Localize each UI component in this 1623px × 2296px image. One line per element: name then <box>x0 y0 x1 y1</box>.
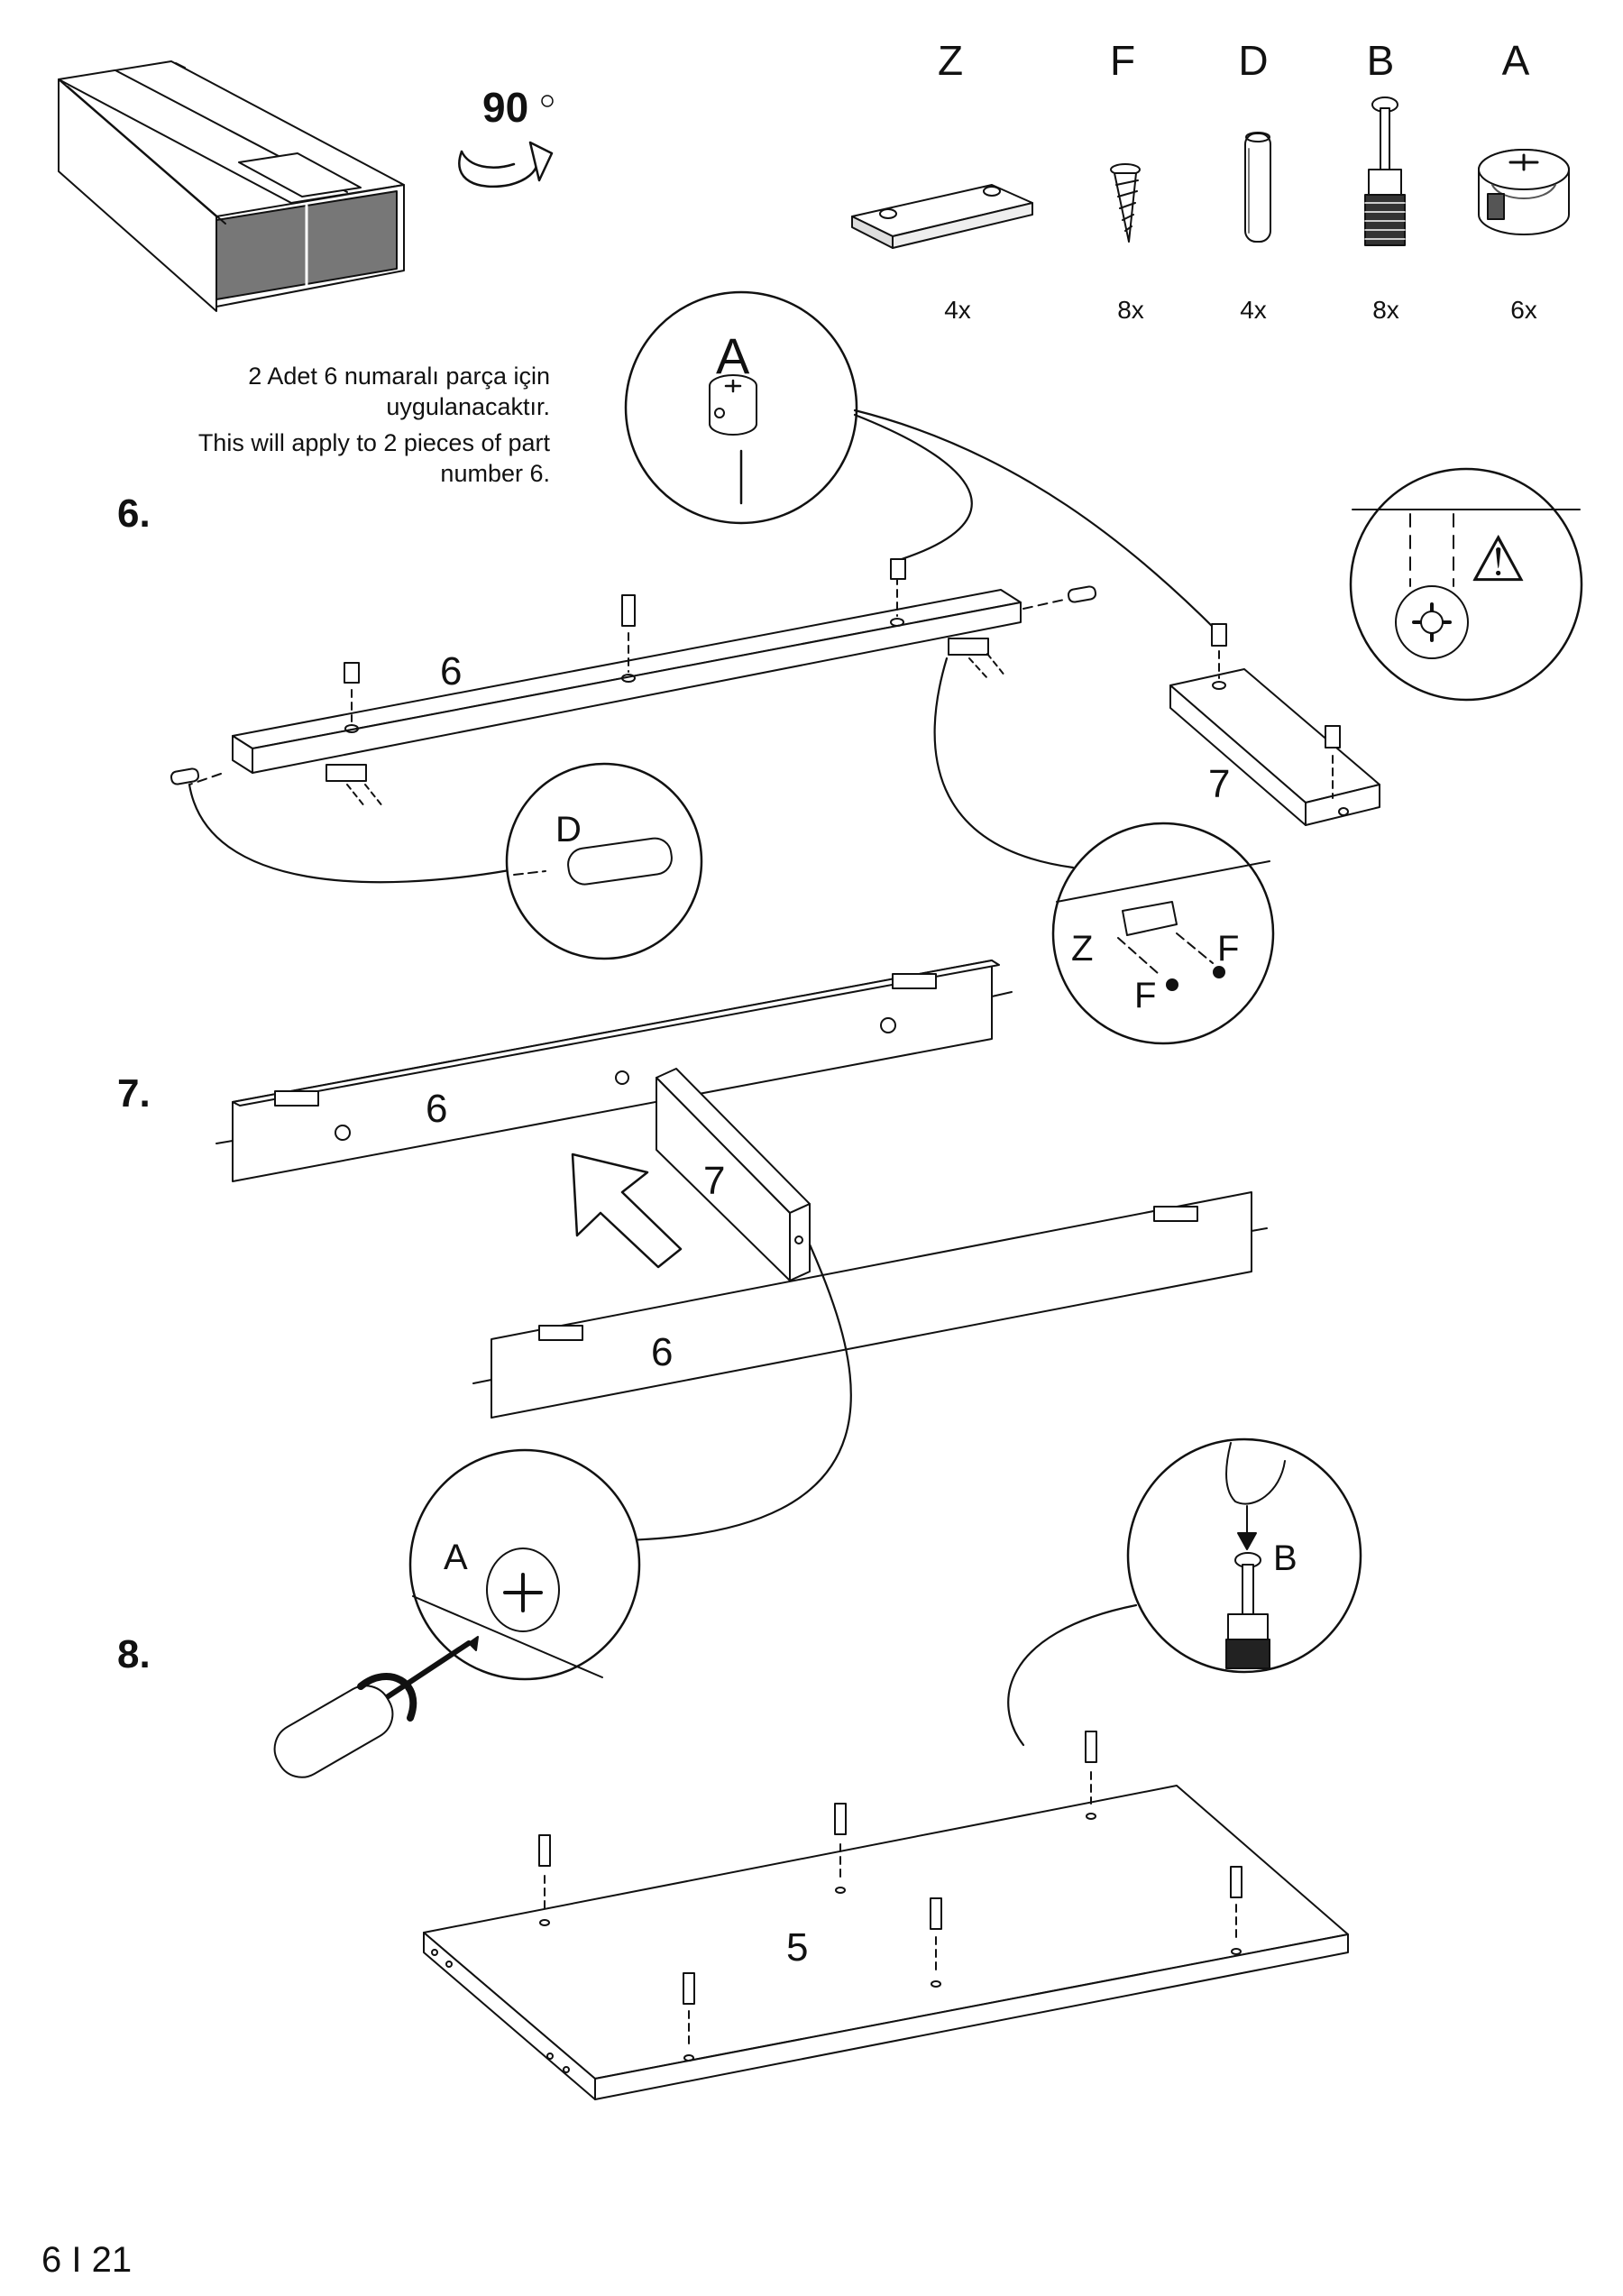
cam-bolt-icon <box>539 1731 1242 2061</box>
part-label-7: 7 <box>1208 762 1231 806</box>
connector-plate-icon <box>852 185 1032 248</box>
leader-line <box>855 415 972 559</box>
note-en-line1: This will apply to 2 pieces of part <box>197 429 550 456</box>
panel-7-vertical-step7 <box>656 1069 810 1281</box>
note-tr-line1: 2 Adet 6 numaralı parça için <box>248 363 550 390</box>
cam-bolt-icon <box>1365 97 1405 245</box>
hardware-letter-d: D <box>1238 37 1269 84</box>
hardware-letter-z: Z <box>937 37 964 84</box>
dowel-icon <box>1245 133 1270 242</box>
leader-line <box>935 658 1073 868</box>
screwdriver-icon <box>265 1637 478 1786</box>
panel-6-step6 <box>170 559 1096 807</box>
hardware-letter-f: F <box>1109 37 1136 84</box>
rotation-angle: 90 <box>482 84 529 131</box>
leader-line <box>1008 1605 1136 1745</box>
part-label-5: 5 <box>786 1925 809 1970</box>
callout-letter-d: D <box>555 810 582 850</box>
warning-callout <box>1351 469 1582 700</box>
note-en-line2: number 6. <box>440 460 550 487</box>
leader-line <box>855 410 1217 631</box>
part-label-6: 6 <box>426 1087 448 1131</box>
callout-letter-b: B <box>1273 1538 1297 1578</box>
callout-letter-f: F <box>1217 929 1240 969</box>
callout-b-bolt <box>1128 1439 1361 1672</box>
step-number-8: 8. <box>117 1632 151 1676</box>
step-number-7: 7. <box>117 1071 151 1116</box>
hardware-letter-a: A <box>1501 37 1530 84</box>
part-label-6: 6 <box>651 1330 674 1374</box>
callout-a-screwdriver <box>410 1450 639 1679</box>
push-arrow-icon <box>573 1154 681 1267</box>
callout-letter-a: A <box>444 1538 468 1577</box>
hardware-qty-z: 4x <box>944 296 971 324</box>
part-label-6: 6 <box>440 649 463 693</box>
callout-letter-f: F <box>1134 976 1157 1015</box>
page-number: 6 I 21 <box>41 2240 133 2280</box>
leader-line <box>189 785 509 882</box>
hardware-qty-b: 8x <box>1372 296 1399 324</box>
callout-letter-a: A <box>716 327 750 384</box>
step-number-6: 6. <box>117 491 151 536</box>
panel-6-bottom-step7 <box>473 1192 1267 1418</box>
note-tr-line2: uygulanacaktır. <box>386 393 550 420</box>
screw-icon <box>1111 164 1140 242</box>
callout-letter-z: Z <box>1071 929 1094 969</box>
callout-d-dowel <box>507 764 701 959</box>
callout-zf-plate <box>1053 823 1273 1043</box>
cabinet-thumbnail <box>59 61 404 311</box>
part-label-7: 7 <box>703 1159 726 1203</box>
cam-lock-icon <box>1479 150 1569 234</box>
panel-6-top-step7 <box>216 960 1012 1181</box>
warning-triangle-icon: ⚠ <box>1470 524 1527 594</box>
rotate-arrow-icon <box>459 96 553 187</box>
callout-a-camlock <box>626 292 857 523</box>
hardware-qty-f: 8x <box>1117 296 1144 324</box>
panel-5-step8 <box>424 1731 1348 2099</box>
instruction-note: 2 Adet 6 numaralı parça için uygulanacak… <box>117 361 550 489</box>
leader-line <box>622 1244 851 1540</box>
panel-7-step6 <box>1170 624 1380 825</box>
hardware-qty-d: 4x <box>1240 296 1267 324</box>
hardware-qty-a: 6x <box>1510 296 1537 324</box>
hardware-letter-b: B <box>1366 37 1395 84</box>
